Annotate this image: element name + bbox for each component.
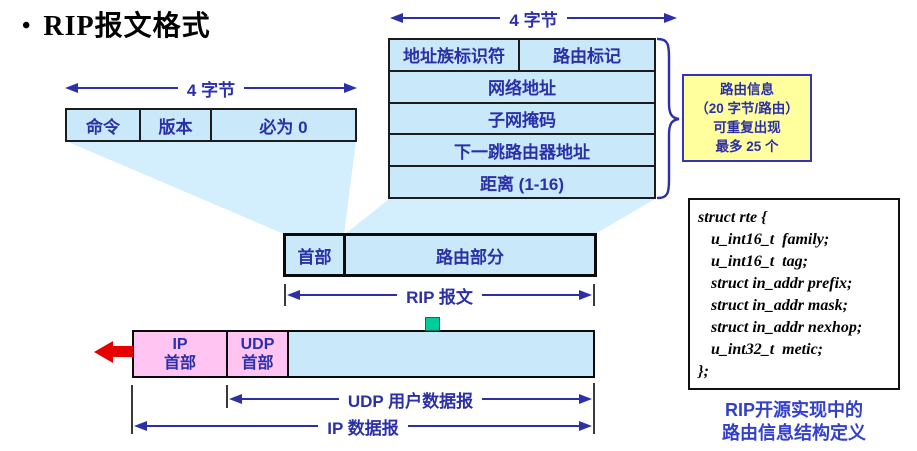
code-line: struct in_addr prefix; [711,275,853,292]
dim-label-ip-datagram: IP 数据报 [327,418,399,438]
code-line: struct rte { [698,209,767,226]
rip-route-part-cell: 路由部分 [343,236,594,274]
encapsulation-bar: IP 首部 UDP 首部 [132,330,595,378]
dim-line [244,87,344,89]
code-line: u_int32_t metic; [711,341,823,358]
note-line: 路由信息 [720,82,774,97]
struct-rte-code-box: struct rte { u_int16_t family; u_int16_t… [688,198,900,390]
funnel-left [66,141,356,234]
code-line: }; [698,363,709,380]
bullet-marker: • [22,13,32,39]
field-version: 版本 [139,110,210,140]
rip-header-fields-table: 命令 版本 必为 0 [65,108,357,142]
tick-line [131,385,133,434]
code-line: struct in_addr nexhop; [711,319,863,336]
field-next-hop-router-address: 下一跳路由器地址 [454,142,590,162]
table-row: 距离 (1-16) [390,165,654,197]
table-row: 子网掩码 [390,101,654,134]
dim-label-4bytes-left: 4 字节 [186,80,236,100]
dim-arrow-rip-message: RIP 报文 [287,285,593,307]
rip-message-table: 首部 路由部分 [283,233,597,277]
tick-line [284,284,286,306]
udp-header-cell: UDP 首部 [226,332,287,376]
field-must-be-zero: 必为 0 [210,110,355,140]
arrowhead-left-icon [287,290,300,300]
arrowhead-right-icon [579,394,592,404]
ip-header-line2: 首部 [163,355,196,372]
dim-label-rip-message: RIP 报文 [406,287,473,307]
caption-line: RIP开源实现中的 [724,400,863,420]
arrowhead-right-icon [579,290,593,300]
code-line: u_int16_t tag; [711,253,808,270]
note-line: （20 字节/路由） [695,101,799,116]
dim-label-4bytes-top: 4 字节 [509,10,558,30]
table-row: 网络地址 [390,69,654,102]
rip-position-marker [425,317,440,331]
route-info-note: 路由信息 （20 字节/路由） 可重复出现 最多 25 个 [682,74,812,162]
field-network-address: 网络地址 [488,79,556,99]
dim-arrow-4bytes-top: 4 字节 [390,8,677,30]
dim-line [78,87,178,89]
udp-header-line2: 首部 [241,355,274,372]
tick-line [226,385,228,408]
page-title-text: RIP报文格式 [43,11,211,42]
funnel-right [345,199,655,234]
table-row: 下一跳路由器地址 [390,133,654,165]
code-line: struct in_addr mask; [711,297,848,314]
dim-arrow-ip-datagram: IP 数据报 [134,416,593,438]
dim-label-udp-datagram: UDP 用户数据报 [347,391,474,411]
red-left-arrow-bar [112,346,133,357]
dim-line [482,398,579,400]
arrowhead-left-icon [229,394,242,404]
dim-line [300,294,398,296]
dim-line [242,398,339,400]
arrowhead-right-icon [664,13,677,23]
field-command: 命令 [86,117,120,137]
dim-arrow-udp-datagram: UDP 用户数据报 [229,389,592,411]
arrowhead-left-icon [65,83,78,93]
code-line: u_int16_t family; [711,231,830,248]
dim-line [403,17,501,19]
udp-data-cell [287,332,593,376]
arrowhead-left-icon [390,13,403,23]
dim-line [566,17,664,19]
dim-arrow-4bytes-left: 4 字节 [65,78,357,100]
tick-line [593,383,595,434]
red-left-arrow-icon [94,341,113,363]
dim-line [481,294,580,296]
field-route-tag: 路由标记 [518,40,654,70]
udp-header-line1: UDP [240,336,275,353]
code-box-caption: RIP开源实现中的 路由信息结构定义 [686,399,902,445]
route-entry-table: 地址族标识符 路由标记 网络地址 子网掩码 下一跳路由器地址 距离 (1-16) [388,38,656,199]
dim-line [407,425,580,427]
tick-line [593,284,595,306]
field-subnet-mask: 子网掩码 [488,110,556,130]
ip-header-cell: IP 首部 [134,332,226,376]
note-line: 最多 25 个 [715,139,779,154]
arrowhead-left-icon [134,421,147,431]
arrowhead-right-icon [344,83,357,93]
ip-header-line1: IP [172,336,188,353]
page-title: • RIP报文格式 [22,4,211,44]
brace-icon [656,37,680,200]
field-address-family-id: 地址族标识符 [403,47,505,67]
arrowhead-right-icon [579,421,593,431]
caption-line: 路由信息结构定义 [722,423,866,443]
table-row: 地址族标识符 路由标记 [390,40,654,70]
rip-header-cell: 首部 [297,247,332,267]
dim-line [147,425,319,427]
field-distance: 距离 (1-16) [479,174,565,194]
note-line: 可重复出现 [713,120,781,135]
